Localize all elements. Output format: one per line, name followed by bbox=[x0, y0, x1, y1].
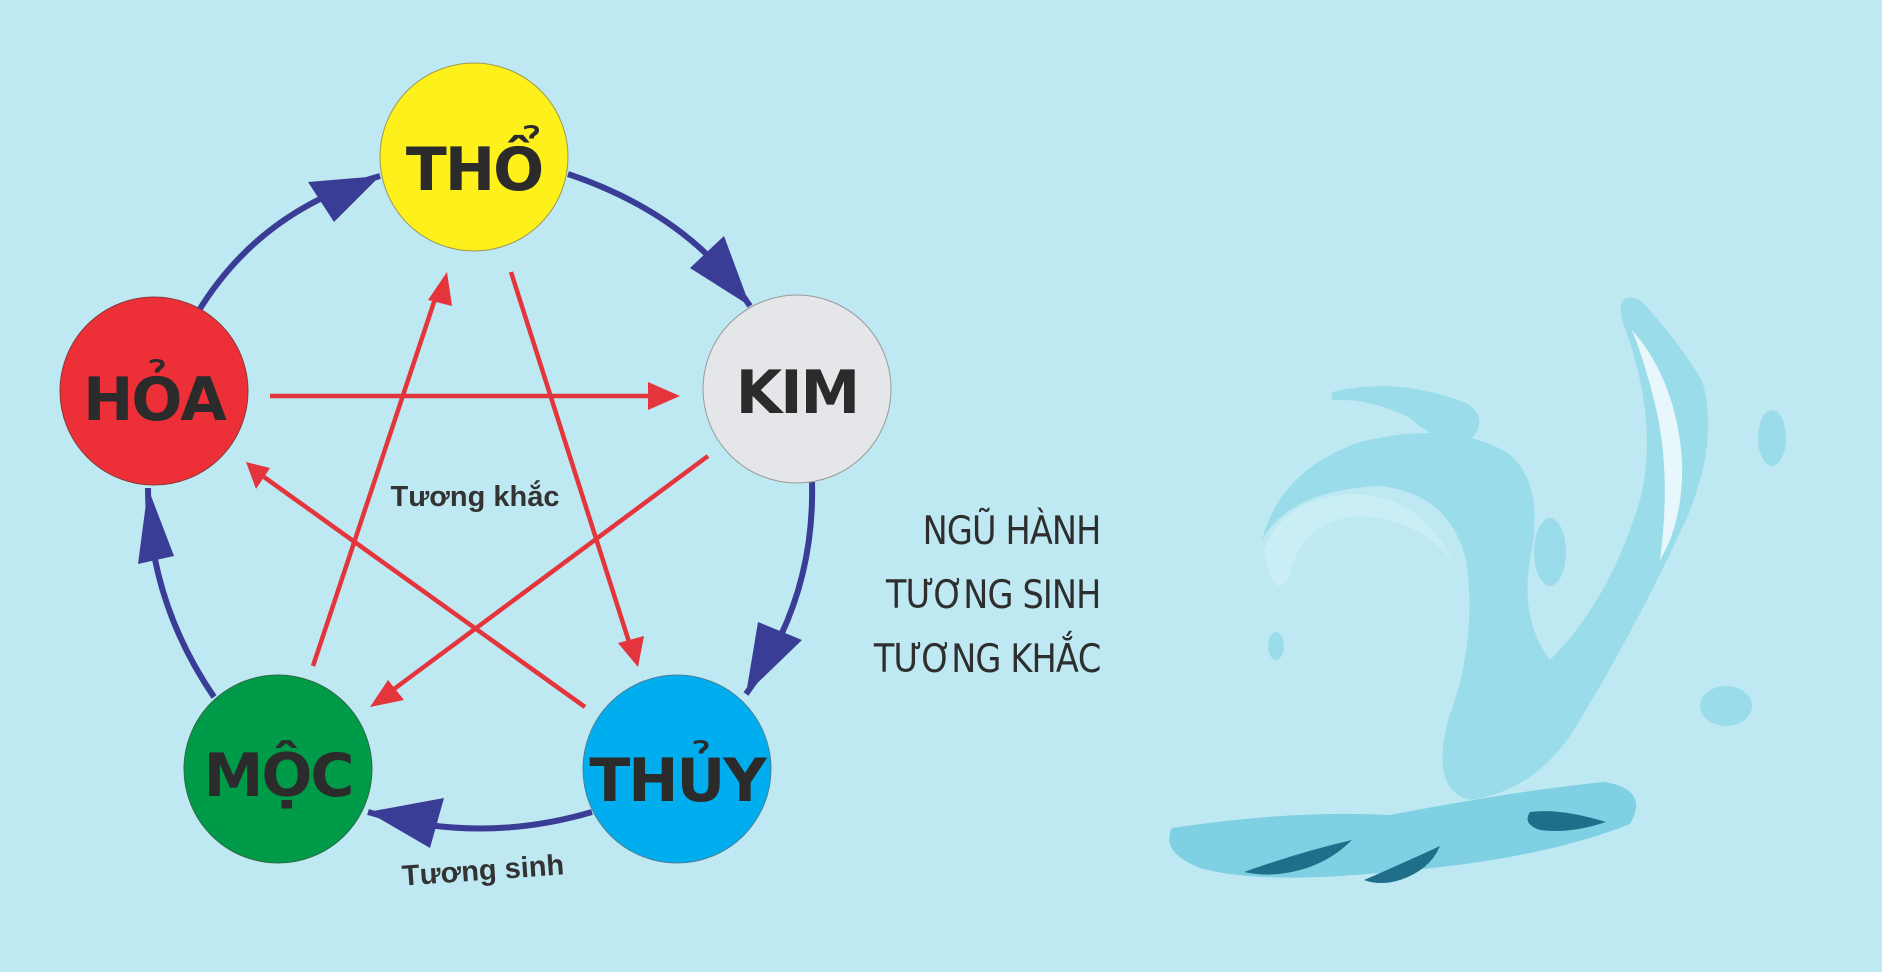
khac-arrowhead-hoa-kim bbox=[648, 382, 680, 410]
khac-cycle-label: Tương khắc bbox=[391, 479, 560, 513]
khac-line-moc-tho bbox=[310, 289, 441, 667]
splash-droplet-3 bbox=[1700, 686, 1752, 726]
splash-curl bbox=[1264, 494, 1452, 586]
title-line-1: NGŨ HÀNH bbox=[922, 509, 1101, 554]
element-hoa: HỎA bbox=[59, 296, 249, 486]
element-hoa-label: HỎA bbox=[83, 357, 227, 435]
element-moc-circle bbox=[183, 674, 373, 864]
sinh-cycle-label: Tương sinh bbox=[401, 849, 565, 892]
khac-arrowhead-kim-moc bbox=[370, 680, 404, 707]
element-moc-label: MỘC bbox=[204, 740, 353, 811]
title-line-2: TƯƠNG SINH bbox=[885, 573, 1100, 618]
splash-shadow-2 bbox=[1364, 846, 1440, 883]
khac-line-kim-moc bbox=[384, 454, 710, 697]
title-line-3: TƯƠNG KHẮC bbox=[873, 637, 1100, 682]
khac-cycle bbox=[262, 271, 710, 709]
splash-shadow-1 bbox=[1244, 840, 1352, 875]
element-kim: KIM bbox=[702, 294, 892, 484]
element-tho-circle bbox=[379, 62, 569, 252]
splash-top-streak bbox=[1332, 386, 1480, 442]
splash-droplet-4 bbox=[1268, 632, 1284, 660]
sinh-arrowhead-thuy-moc bbox=[368, 798, 444, 848]
splash-droplet-2 bbox=[1758, 410, 1786, 466]
element-thuy: THỦY bbox=[582, 674, 772, 864]
sinh-arrowheads bbox=[138, 176, 802, 848]
splash-wave-body bbox=[1262, 297, 1709, 800]
khac-arrowheads bbox=[246, 272, 680, 707]
element-moc: MỘC bbox=[183, 674, 373, 864]
sinh-arrowhead-kim-thuy bbox=[746, 622, 802, 694]
splash-shadow-3 bbox=[1527, 811, 1606, 831]
water-splash-icon bbox=[1169, 297, 1786, 883]
element-kim-label: KIM bbox=[736, 358, 859, 428]
element-tho-label: THỔ bbox=[406, 123, 542, 205]
khac-arrowhead-thuy-hoa bbox=[246, 462, 270, 489]
sinh-arrowhead-hoa-tho bbox=[308, 176, 380, 222]
element-tho: THỔ bbox=[379, 62, 569, 252]
element-thuy-label: THỦY bbox=[589, 738, 768, 816]
element-kim-circle bbox=[702, 294, 892, 484]
element-thuy-circle bbox=[582, 674, 772, 864]
khac-line-tho-thuy bbox=[508, 271, 633, 646]
splash-wave-highlight bbox=[1632, 330, 1683, 560]
splash-base bbox=[1169, 782, 1637, 878]
diagram-title: NGŨ HÀNH TƯƠNG SINH TƯƠNG KHẮC bbox=[873, 500, 1100, 692]
khac-arrowhead-tho-thuy bbox=[618, 636, 644, 667]
element-hoa-circle bbox=[59, 296, 249, 486]
splash-droplet-1 bbox=[1534, 518, 1566, 586]
khac-arrowhead-moc-tho bbox=[428, 272, 452, 306]
sinh-arrowhead-tho-kim bbox=[690, 236, 750, 306]
khac-line-thuy-hoa bbox=[262, 475, 587, 709]
sinh-arrowhead-moc-hoa bbox=[138, 488, 174, 564]
